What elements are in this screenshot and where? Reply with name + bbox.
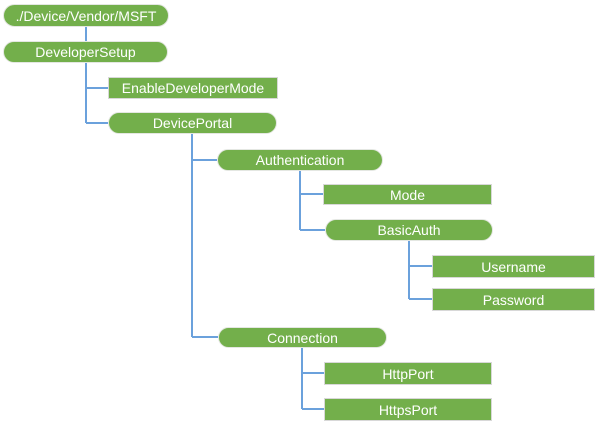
connector-deviceportal-children: [191, 134, 218, 338]
node-authentication: Authentication: [217, 149, 383, 171]
node-username: Username: [432, 255, 595, 278]
node-root: ./Device/Vendor/MSFT: [3, 4, 169, 27]
node-connection: Connection: [218, 327, 387, 348]
connector-developersetup-children: [85, 63, 108, 124]
connector-basicauth-children: [408, 241, 432, 300]
connector-authentication-children: [299, 171, 325, 231]
node-http-port: HttpPort: [324, 362, 492, 385]
node-developer-setup: DeveloperSetup: [3, 41, 168, 63]
node-enable-developer-mode: EnableDeveloperMode: [108, 77, 278, 99]
connector-connection-children: [301, 348, 324, 410]
node-basic-auth: BasicAuth: [325, 219, 493, 241]
node-mode: Mode: [323, 184, 492, 205]
node-password: Password: [432, 288, 595, 311]
node-https-port: HttpsPort: [324, 398, 492, 421]
node-device-portal: DevicePortal: [108, 112, 277, 134]
